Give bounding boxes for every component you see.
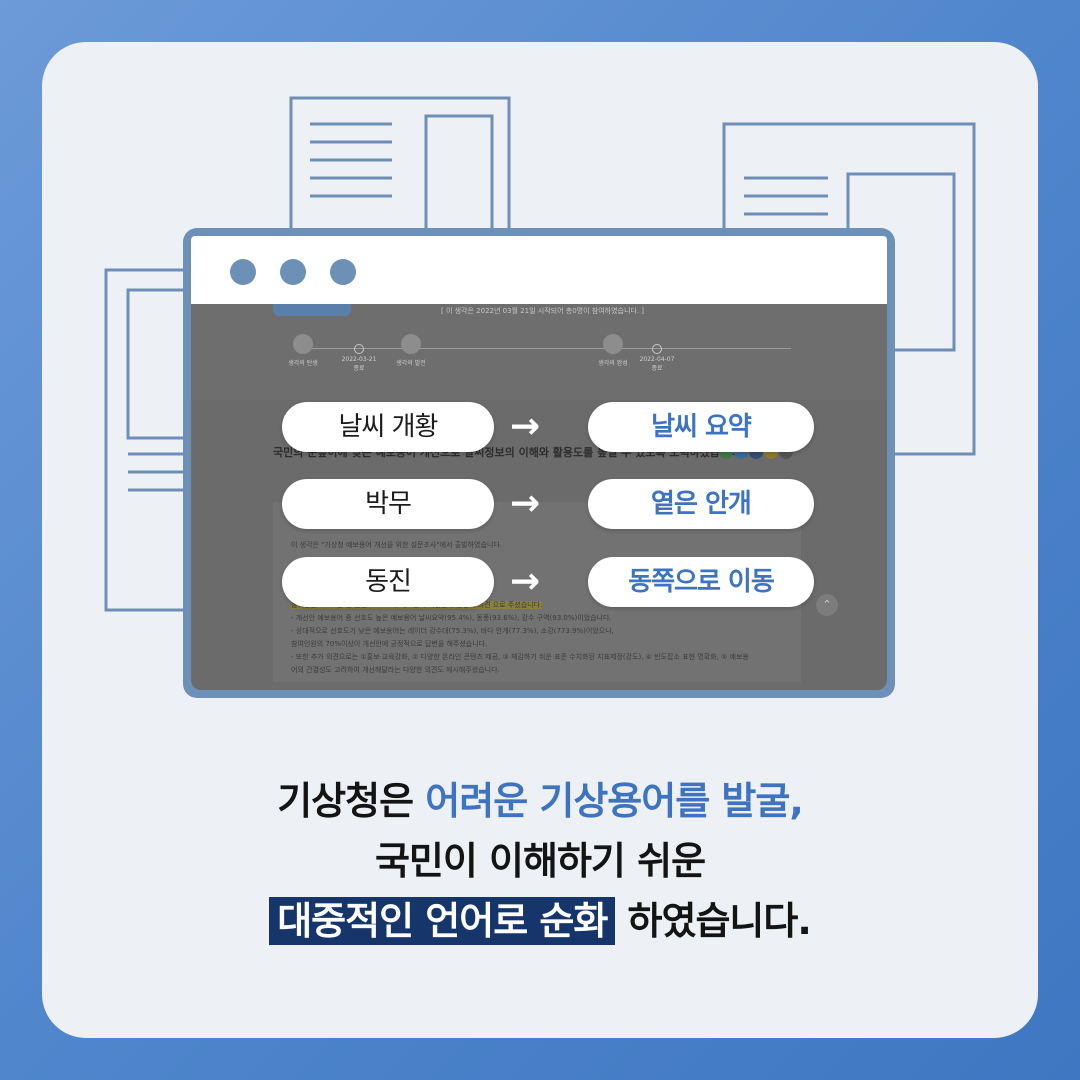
timeline-step: 생각의 발전 bbox=[391, 334, 431, 367]
timeline-date: 2022-03-21 bbox=[341, 356, 377, 363]
arrow-right-icon: → bbox=[510, 561, 541, 602]
timeline-label: 생각의 발전 bbox=[396, 360, 426, 367]
result-line: 이 생각은 "기상청 예보용어 개선을 위한 설문조사"에서 출발하였습니다. bbox=[291, 541, 502, 549]
box-icon bbox=[603, 334, 623, 354]
scroll-up-icon[interactable]: ⌃ bbox=[816, 594, 838, 616]
participation-tab bbox=[273, 304, 351, 316]
window-titlebar bbox=[191, 236, 887, 304]
timeline-step: 2022-04-07 종료 bbox=[635, 344, 679, 372]
result-line: 어의 간결성도 고려하여 개선해달라는 다양한 의견도 제시해주셨습니다. bbox=[291, 666, 500, 674]
timeline-line bbox=[301, 348, 791, 349]
timeline-step: 2022-03-21 종료 bbox=[337, 344, 381, 372]
caption-line-2: 국민이 이해하기 쉬운 bbox=[374, 839, 706, 883]
new-term-pill: 날씨 요약 bbox=[588, 402, 814, 452]
result-line: - 상대적으로 선호도가 낮은 예보용어는 레이더 강수대(75.3%), 바다… bbox=[291, 627, 614, 635]
arrow-right-icon: → bbox=[510, 483, 541, 524]
result-line: 참여인원의 70%이상이 개선안에 긍정적으로 답변을 해주셨습니다. bbox=[291, 640, 488, 648]
timeline-step: 생각의 탄생 bbox=[283, 334, 323, 367]
timeline-date: 2022-04-07 bbox=[639, 356, 675, 363]
timeline-label: 생각의 완성 bbox=[598, 360, 628, 367]
people-icon bbox=[401, 334, 421, 354]
caption-highlight: 대중적인 언어로 순화 bbox=[269, 897, 616, 945]
old-term-pill: 날씨 개황 bbox=[282, 402, 494, 452]
timeline-marker-icon bbox=[354, 344, 364, 354]
browser-window: [ 이 생각은 2022년 03월 21일 시작되어 총0명이 참여하였습니다.… bbox=[183, 228, 895, 698]
timeline-label: 생각의 탄생 bbox=[288, 360, 318, 367]
result-line: - 개선안 예보용어 중 선호도 높은 예보용어 날씨요약(95.4%), 동풍… bbox=[291, 614, 612, 622]
lightbulb-icon bbox=[293, 334, 313, 354]
window-dot-icon bbox=[280, 259, 306, 285]
result-line: - 또한 추가 의견으로는 ①홍보·교육강화, ② 다양한 온라인 콘텐츠 제공… bbox=[291, 653, 749, 661]
caption-line-3: 대중적인 언어로 순화 하였습니다. bbox=[0, 890, 1080, 945]
caption-emphasis: 어려운 기상용어를 발굴, bbox=[425, 779, 803, 823]
caption-text: 하였습니다. bbox=[615, 899, 812, 943]
window-dot-icon bbox=[230, 259, 256, 285]
caption-text: 기상청은 bbox=[277, 779, 426, 823]
timeline-step: 생각의 완성 bbox=[593, 334, 633, 367]
old-term-pill: 동진 bbox=[282, 557, 494, 607]
participation-notice: [ 이 생각은 2022년 03월 21일 시작되어 총0명이 참여하였습니다.… bbox=[441, 307, 645, 315]
timeline-status: 종료 bbox=[353, 365, 365, 372]
arrow-right-icon: → bbox=[510, 406, 541, 447]
new-term-pill: 옅은 안개 bbox=[588, 479, 814, 529]
timeline-status: 종료 bbox=[651, 365, 663, 372]
caption-line-1: 기상청은 어려운 기상용어를 발굴, bbox=[0, 770, 1080, 825]
old-term-pill: 박무 bbox=[282, 479, 494, 529]
new-term-pill: 동쪽으로 이동 bbox=[588, 557, 814, 607]
content-card: [ 이 생각은 2022년 03월 21일 시작되어 총0명이 참여하였습니다.… bbox=[42, 42, 1038, 1038]
timeline-marker-icon bbox=[652, 344, 662, 354]
window-dot-icon bbox=[330, 259, 356, 285]
